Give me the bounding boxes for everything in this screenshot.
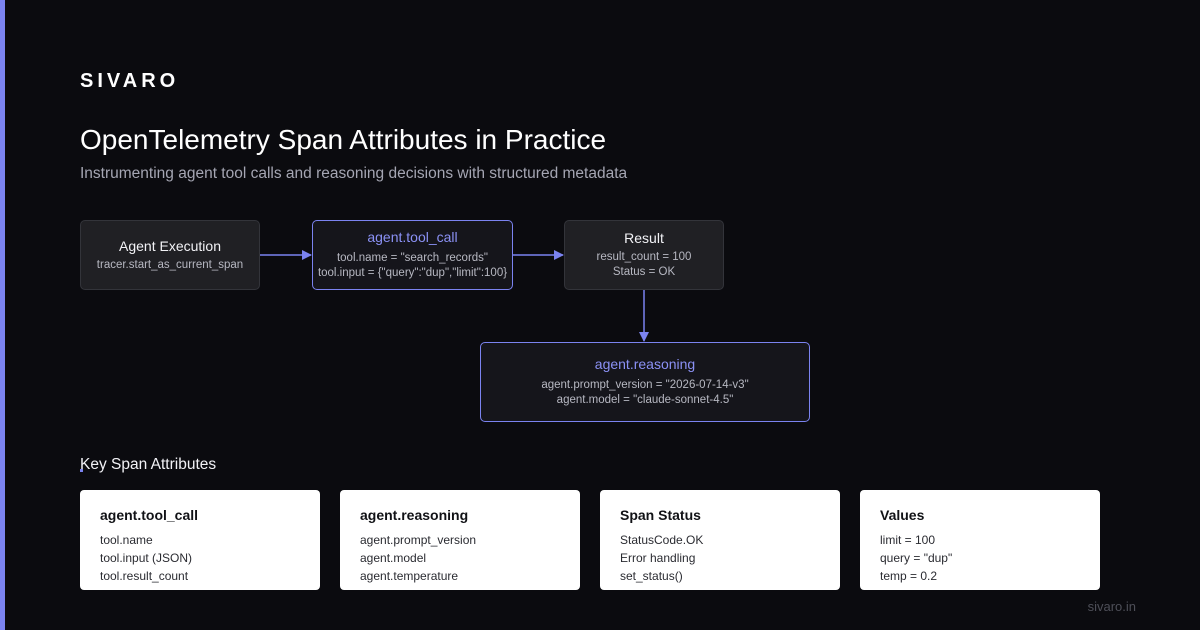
section-marker (80, 469, 83, 472)
node-agent-reasoning: agent.reasoning agent.prompt_version = "… (480, 342, 810, 422)
card-item: tool.result_count (100, 569, 189, 583)
card-title: agent.reasoning (360, 507, 469, 523)
card-item: agent.prompt_version (360, 533, 477, 547)
card-item: StatusCode.OK (620, 533, 704, 547)
node-detail: tracer.start_as_current_span (96, 258, 244, 271)
attribute-card-values: Values limit = 100 query = "dup" temp = … (860, 490, 1100, 590)
section-heading: Key Span Attributes (80, 456, 217, 473)
node-title: agent.reasoning (594, 356, 696, 372)
node-title: Result (624, 230, 664, 246)
card-item: temp = 0.2 (880, 569, 938, 583)
card-item: tool.input (JSON) (100, 551, 193, 565)
node-detail: agent.model = "claude-sonnet-4.5" (556, 394, 734, 406)
card-item: agent.model (360, 551, 427, 565)
card-item: limit = 100 (880, 533, 936, 547)
card-item: tool.name (100, 533, 153, 547)
node-detail: tool.name = "search_records" (336, 252, 489, 264)
brand-logo: SIVARO (80, 70, 180, 92)
card-title: Values (880, 507, 925, 523)
node-detail: tool.input = {"query":"dup","limit":100} (317, 267, 508, 279)
node-detail: Status = OK (612, 266, 676, 278)
page-subtitle: Instrumenting agent tool calls and reaso… (80, 165, 628, 182)
node-title: agent.tool_call (367, 229, 458, 245)
card-title: Span Status (620, 507, 701, 523)
attribute-card-reasoning: agent.reasoning agent.prompt_version age… (340, 490, 580, 590)
card-item: set_status() (620, 569, 683, 583)
page-title: OpenTelemetry Span Attributes in Practic… (80, 124, 607, 155)
card-item: agent.temperature (360, 569, 459, 583)
card-title: agent.tool_call (100, 507, 199, 523)
node-agent-execution: Agent Execution tracer.start_as_current_… (80, 220, 260, 290)
node-detail: agent.prompt_version = "2026-07-14-v3" (541, 379, 749, 391)
card-item: query = "dup" (880, 551, 953, 565)
node-result: Result result_count = 100 Status = OK (564, 220, 724, 290)
card-item: Error handling (620, 551, 696, 565)
node-detail: result_count = 100 (596, 251, 692, 263)
attribute-card-span-status: Span Status StatusCode.OK Error handling… (600, 490, 840, 590)
footer-domain: sivaro.in (1087, 599, 1136, 614)
attribute-card-tool-call: agent.tool_call tool.name tool.input (JS… (80, 490, 320, 590)
node-agent-tool-call: agent.tool_call tool.name = "search_reco… (312, 220, 513, 290)
left-accent-bar (0, 0, 5, 630)
node-title: Agent Execution (119, 237, 221, 254)
